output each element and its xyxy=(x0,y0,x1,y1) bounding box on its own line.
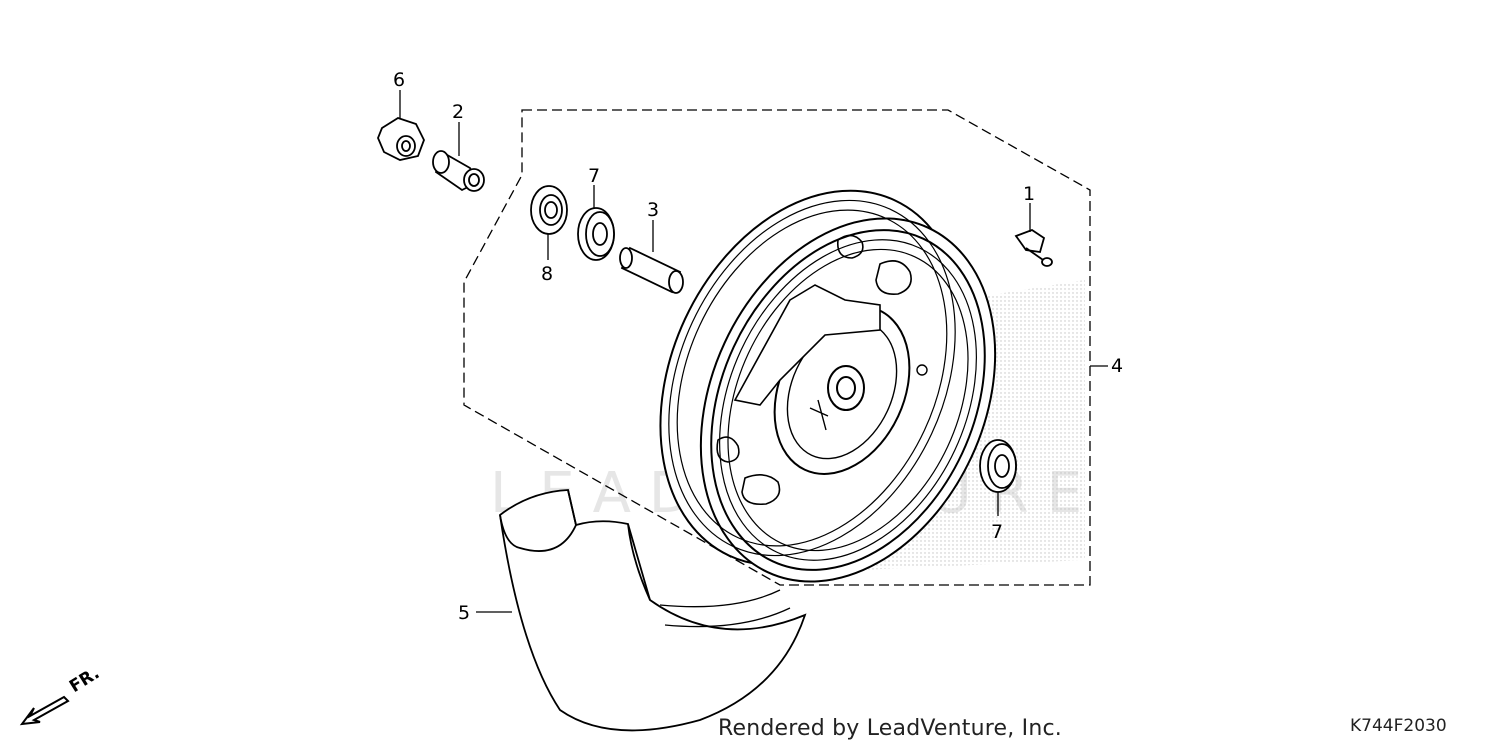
callout-6: 6 xyxy=(393,69,405,91)
diagram-code: K744F2030 xyxy=(1350,716,1447,736)
callout-2: 2 xyxy=(452,101,464,123)
valve-stem xyxy=(1014,228,1053,267)
assembly-outline xyxy=(463,109,1091,586)
callout-1: 1 xyxy=(1023,183,1035,205)
distance-collar xyxy=(619,246,684,294)
callout-7-lower: 7 xyxy=(991,521,1003,543)
bearing-lower xyxy=(979,439,1017,493)
callout-8: 8 xyxy=(541,263,553,285)
front-arrow-icon xyxy=(19,695,70,726)
callout-5: 5 xyxy=(458,602,470,624)
wheel-assembly xyxy=(659,189,997,583)
axle-collar xyxy=(432,150,485,192)
bearing-upper xyxy=(577,207,615,261)
callout-7-upper: 7 xyxy=(588,165,600,187)
rendered-by-credit: Rendered by LeadVenture, Inc. xyxy=(718,716,1062,741)
dust-seal xyxy=(530,185,568,235)
nut xyxy=(377,117,425,161)
tire xyxy=(499,489,807,732)
callout-4: 4 xyxy=(1111,355,1123,377)
callout-3: 3 xyxy=(647,199,659,221)
